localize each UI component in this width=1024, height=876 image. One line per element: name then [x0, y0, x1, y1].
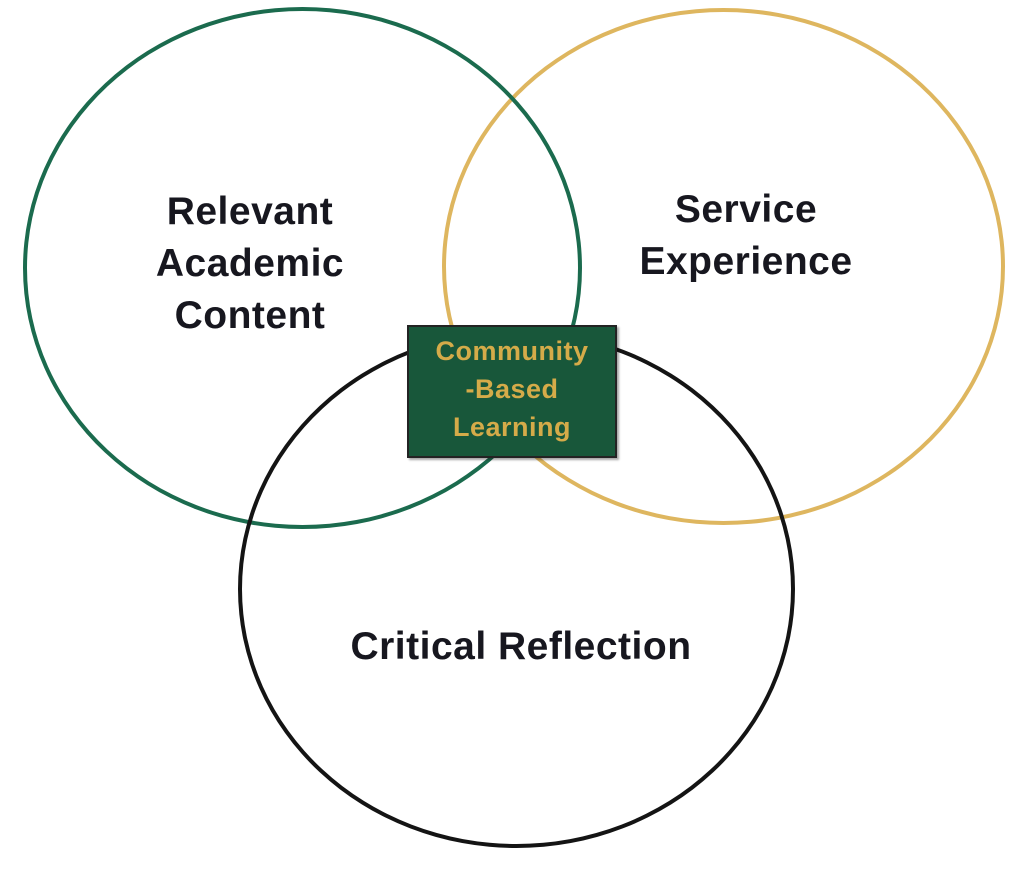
label-line: Relevant	[166, 190, 334, 233]
label-line: Service	[674, 188, 818, 231]
label-line: Academic	[155, 242, 345, 285]
label-line: Content	[174, 294, 326, 337]
service-experience-label: Service Experience	[596, 184, 896, 288]
community-based-learning-box: Community -Based Learning	[407, 325, 617, 458]
label-line: Experience	[639, 240, 853, 283]
relevant-academic-content-label: Relevant Academic Content	[100, 186, 400, 342]
label-line: Critical Reflection	[350, 625, 692, 668]
critical-reflection-label: Critical Reflection	[321, 621, 721, 673]
intersection-line: Learning	[452, 412, 571, 442]
intersection-line: -Based	[465, 374, 559, 404]
intersection-line: Community	[435, 336, 589, 366]
